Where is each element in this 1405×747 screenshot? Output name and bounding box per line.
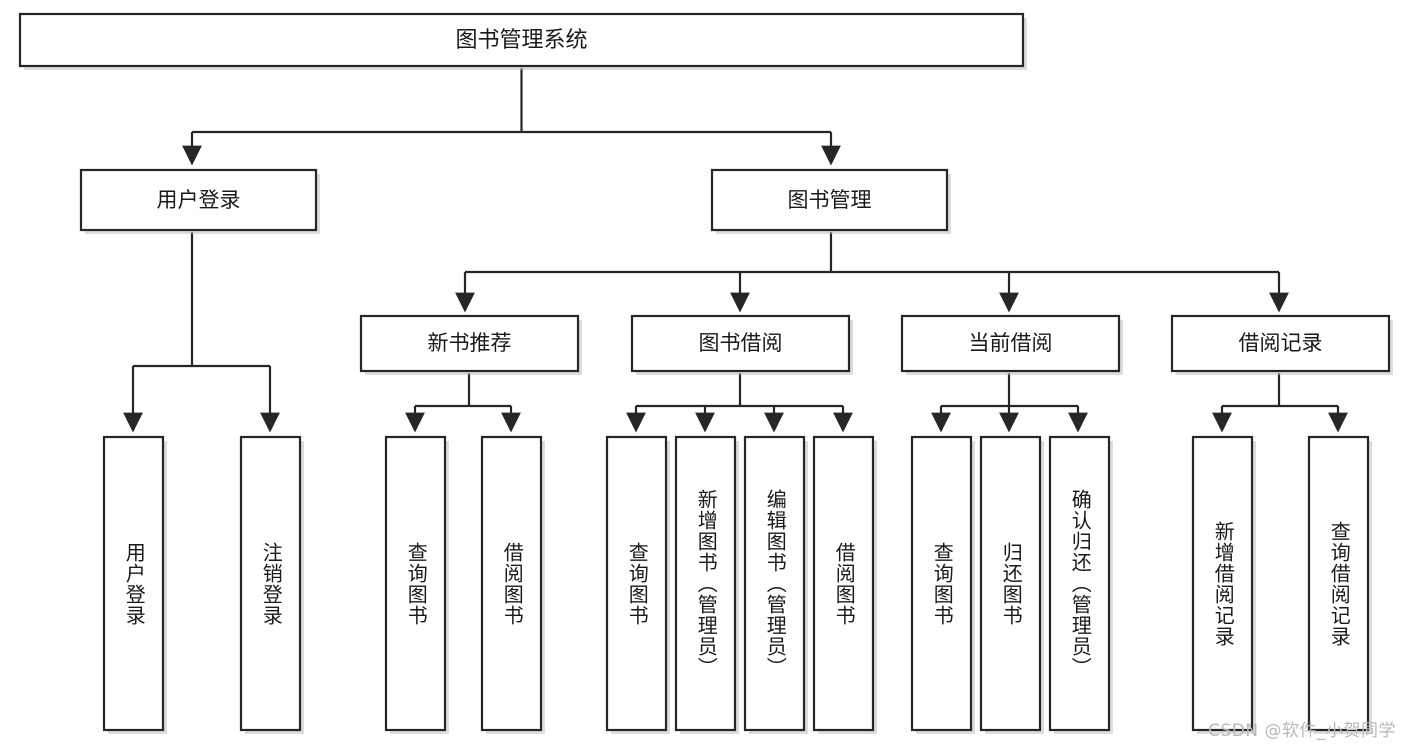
- node-leaf-borrow-3-rect[interactable]: [743, 435, 806, 732]
- node-book-borrow-label: 图书借阅: [699, 331, 783, 355]
- node-leaf-borrow-2-rect[interactable]: [674, 435, 737, 732]
- node-leaf-current-3-rect[interactable]: [1048, 435, 1111, 732]
- node-new-book-recommend[interactable]: 新书推荐: [359, 314, 582, 375]
- node-new-book-recommend-label: 新书推荐: [428, 331, 512, 355]
- node-current-borrow-label: 当前借阅: [969, 331, 1053, 355]
- node-leaf-current-1[interactable]: [910, 435, 975, 734]
- node-leaf-current-2-rect[interactable]: [979, 435, 1042, 732]
- connector-group-borrow: [626, 373, 853, 433]
- node-leaf-borrow-1-rect[interactable]: [605, 435, 668, 732]
- node-leaf-borrow-4-rect[interactable]: [812, 435, 875, 732]
- node-root-rect[interactable]: [18, 12, 1025, 68]
- node-borrow-record[interactable]: 借阅记录: [1170, 314, 1393, 375]
- connector-group-current: [931, 373, 1088, 433]
- node-leaf-current-1-rect[interactable]: [910, 435, 973, 732]
- node-leaf-user-login-1[interactable]: [102, 435, 167, 734]
- node-new-book-recommend-rect[interactable]: [359, 314, 580, 373]
- node-leaf-record-2-rect[interactable]: [1307, 435, 1370, 732]
- node-leaf-record-1-rect[interactable]: [1191, 435, 1254, 732]
- node-user-login[interactable]: 用户登录: [79, 168, 320, 234]
- connector-group-record: [1212, 373, 1348, 433]
- node-leaf-current-2[interactable]: [979, 435, 1044, 734]
- connector-group-root: [182, 68, 841, 166]
- node-user-login-label: 用户登录: [157, 188, 241, 212]
- node-leaf-borrow-1[interactable]: [605, 435, 670, 734]
- node-book-management-label: 图书管理: [788, 188, 872, 212]
- node-leaf-borrow-4[interactable]: [812, 435, 877, 734]
- node-leaf-new-book-2[interactable]: [480, 435, 545, 734]
- node-book-borrow[interactable]: 图书借阅: [630, 314, 853, 375]
- node-leaf-record-1[interactable]: [1191, 435, 1256, 734]
- node-borrow-record-label: 借阅记录: [1239, 331, 1323, 355]
- node-leaf-new-book-2-rect[interactable]: [480, 435, 543, 732]
- node-book-management-rect[interactable]: [710, 168, 949, 232]
- node-root-label: 图书管理系统: [455, 28, 587, 53]
- node-current-borrow-rect[interactable]: [900, 314, 1121, 373]
- node-leaf-borrow-3[interactable]: [743, 435, 808, 734]
- connector-group-user-login: [123, 232, 280, 433]
- node-user-login-rect[interactable]: [79, 168, 318, 232]
- csdn-watermark: CSDN @软件_小贺同学: [1208, 721, 1396, 741]
- node-leaf-current-3[interactable]: [1048, 435, 1113, 734]
- node-borrow-record-rect[interactable]: [1170, 314, 1391, 373]
- node-current-borrow[interactable]: 当前借阅: [900, 314, 1123, 375]
- connector-group-book-mgmt: [455, 232, 1289, 313]
- node-leaf-borrow-2[interactable]: [674, 435, 739, 734]
- node-leaf-user-login-2-rect[interactable]: [239, 435, 302, 732]
- node-leaf-record-2[interactable]: [1307, 435, 1372, 734]
- connector-group-new-book: [405, 373, 521, 433]
- node-root[interactable]: 图书管理系统: [18, 12, 1027, 70]
- node-leaf-new-book-1[interactable]: [384, 435, 449, 734]
- node-leaf-user-login-2[interactable]: [239, 435, 304, 734]
- node-book-management[interactable]: 图书管理: [710, 168, 951, 234]
- node-book-borrow-rect[interactable]: [630, 314, 851, 373]
- node-leaf-new-book-1-rect[interactable]: [384, 435, 447, 732]
- node-leaf-user-login-1-rect[interactable]: [102, 435, 165, 732]
